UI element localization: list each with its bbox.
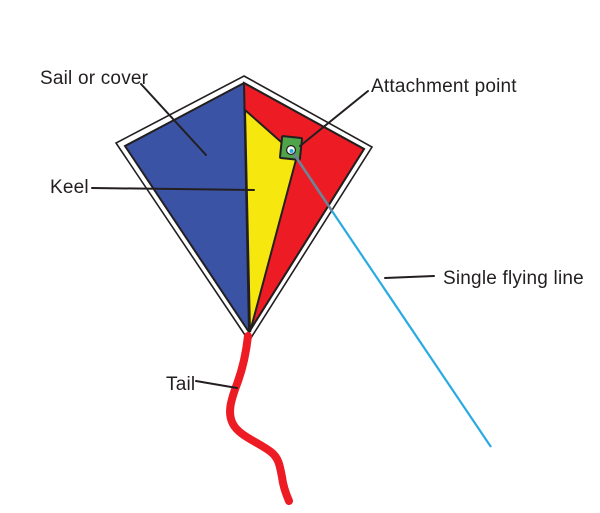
flying-line-pointer-line [384, 275, 435, 279]
keel-panel [243, 107, 299, 333]
flying-line-over-kite [290, 150, 334, 212]
attachment-label: Attachment point [371, 76, 517, 97]
attachment-hole-dot [289, 149, 294, 153]
tail-pointer-line [195, 380, 238, 389]
sail-pointer-line [140, 83, 207, 156]
keel-label: Keel [50, 177, 89, 198]
attachment-pointer-line [299, 90, 369, 147]
sail-label: Sail or cover [40, 68, 149, 89]
keel-pointer-line [91, 187, 255, 191]
flying-line [331, 210, 492, 448]
tail-label: Tail [166, 374, 195, 395]
flying-line-label: Single flying line [443, 268, 584, 289]
tail-curve [226, 332, 293, 505]
